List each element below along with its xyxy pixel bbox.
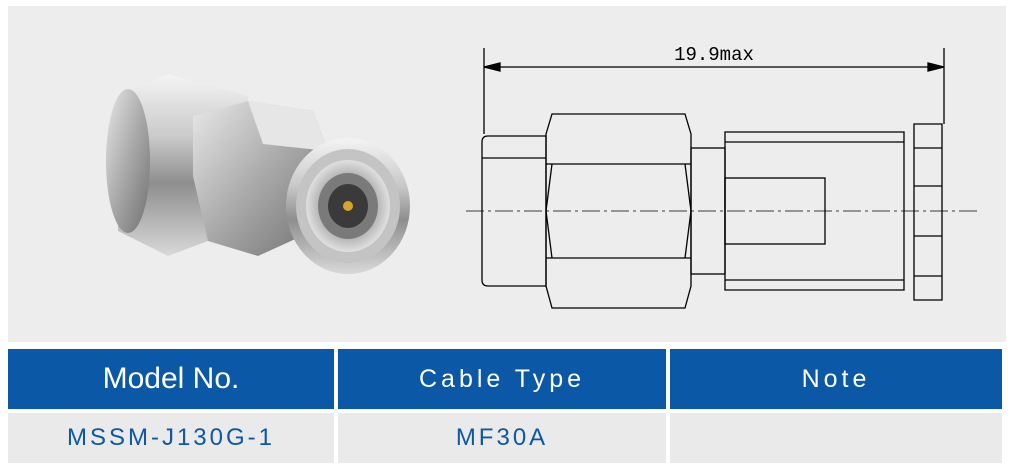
cell-cable-type: MF30A	[338, 413, 666, 463]
header-cable-type: Cable Type	[338, 349, 666, 409]
dimension-label: 19.9max	[674, 44, 754, 66]
connector-photo	[106, 74, 410, 274]
cell-model-no: MSSM-J130G-1	[8, 413, 334, 463]
table-row: MSSM-J130G-1 MF30A	[8, 409, 1006, 463]
spec-table: Model No. Cable Type Note MSSM-J130G-1 M…	[8, 349, 1006, 463]
cell-note	[670, 413, 1002, 463]
technical-drawing: 19.9max	[466, 44, 980, 309]
header-note: Note	[670, 349, 1002, 409]
product-image-panel: 19.9max	[8, 6, 1006, 342]
header-model-no: Model No.	[8, 349, 334, 409]
table-header-row: Model No. Cable Type Note	[8, 349, 1006, 409]
